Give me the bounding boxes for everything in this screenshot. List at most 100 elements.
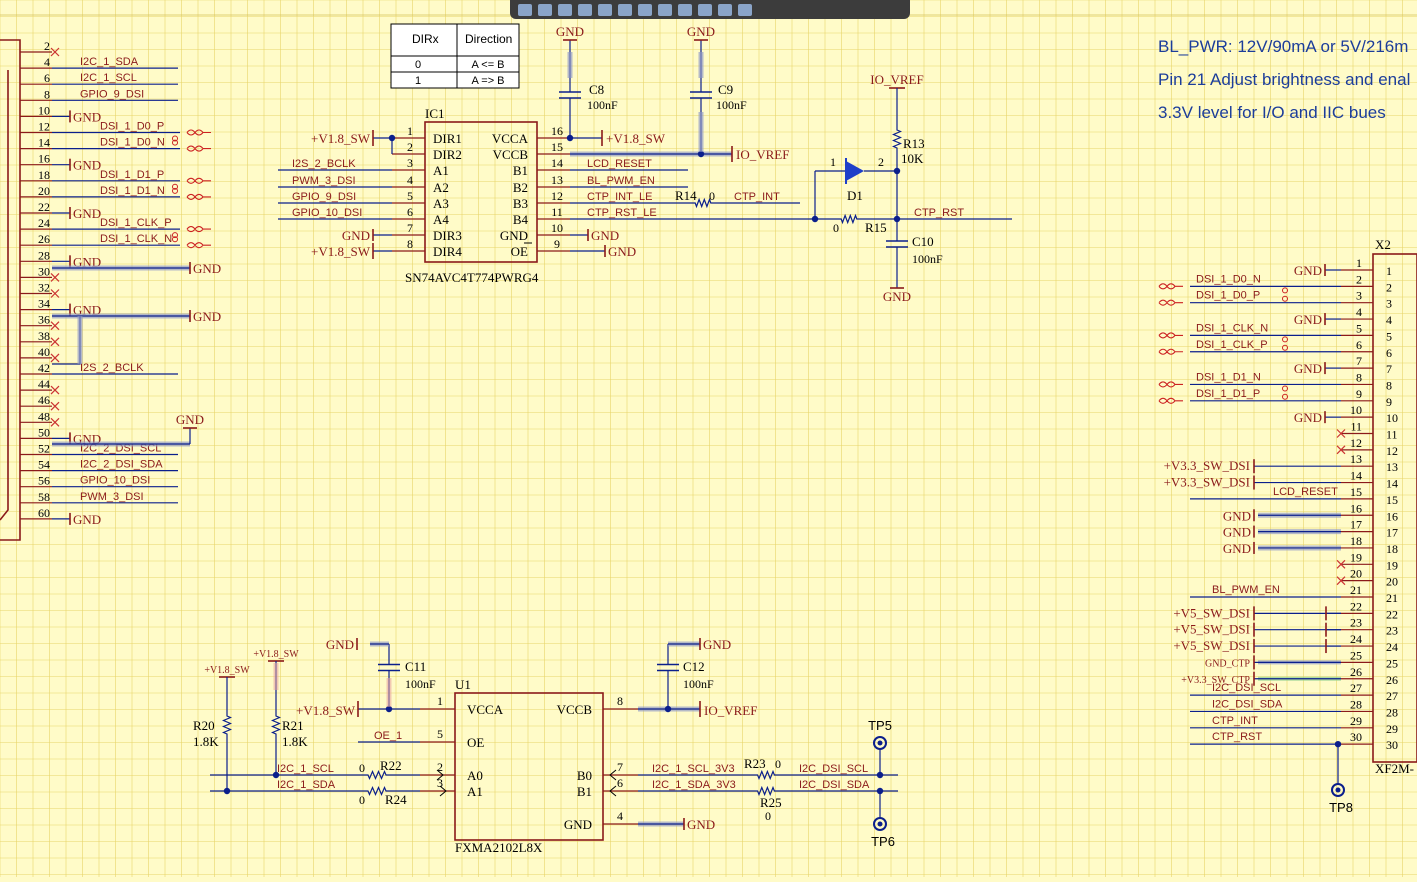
net-label-power: +V3.3_SW_DSI [1164, 458, 1250, 473]
resistor-r20[interactable] [221, 710, 233, 740]
pin-name: DIR3 [433, 228, 462, 243]
no-connect[interactable] [50, 385, 60, 395]
x2-body[interactable] [1372, 253, 1417, 763]
no-connect[interactable] [50, 272, 60, 282]
diff-pair-mark [186, 177, 211, 184]
c12-value: 100nF [683, 677, 714, 691]
net-label-gnd: GND [73, 206, 101, 221]
net-label-power: +V5_SW_DSI [1173, 622, 1250, 637]
pin-number: 32 [38, 281, 50, 295]
resistor-r23[interactable] [752, 769, 780, 781]
diff-indicator [172, 236, 178, 243]
net-label: PWM_3_DSI [80, 491, 144, 503]
no-connect[interactable] [50, 417, 60, 427]
test-point[interactable] [1331, 783, 1345, 797]
ground-icon[interactable] [638, 3, 652, 16]
test-point[interactable] [873, 817, 887, 831]
pin-number-inner: 21 [1386, 591, 1398, 605]
pin-number-inner: 22 [1386, 607, 1398, 621]
pin-number-inner: 23 [1386, 624, 1398, 638]
test-point [877, 740, 883, 746]
pin-number: 21 [1350, 583, 1362, 597]
wire-icon[interactable] [618, 3, 632, 16]
resistor-r22[interactable] [362, 769, 392, 781]
pin-number-inner: 15 [1386, 493, 1398, 507]
pin-number: 8 [407, 237, 413, 251]
resistor-r14[interactable] [690, 197, 716, 209]
net-label-gnd: GND [176, 412, 204, 427]
no-connect[interactable] [1336, 429, 1346, 438]
diff-indicator [172, 232, 178, 239]
marker-icon[interactable] [738, 3, 752, 16]
net-label: I2C_DSI_SCL [799, 763, 868, 775]
ic1-body[interactable] [424, 121, 538, 263]
no-connect[interactable] [50, 47, 60, 57]
no-connect[interactable] [1336, 576, 1346, 586]
diff-indicator [1282, 336, 1288, 343]
no-connect[interactable] [50, 289, 60, 298]
pin-number: 7 [407, 221, 413, 235]
net-label-gnd: GND [1294, 312, 1322, 327]
pin-name: GND [564, 817, 592, 832]
r13-ref: R13 [903, 136, 925, 151]
pin-number: 16 [1350, 501, 1362, 515]
diff-pair-mark [186, 242, 211, 249]
pin-number: 3 [1356, 289, 1362, 303]
arc-icon[interactable] [718, 3, 732, 16]
net-label: LCD_RESET [587, 158, 652, 170]
bus-icon[interactable] [658, 3, 672, 16]
r15-ref: R15 [865, 220, 887, 235]
resistor-r15[interactable] [836, 213, 862, 225]
pin-number: 58 [38, 490, 50, 504]
pin-number: 27 [1350, 681, 1362, 695]
component-icon[interactable] [598, 3, 612, 16]
net-label: BL_PWM_EN [587, 175, 655, 187]
pin-name: VCCB [493, 147, 529, 162]
pin-number: 2 [44, 39, 50, 53]
pin-number: 60 [38, 506, 50, 520]
align-icon[interactable] [578, 3, 592, 16]
net-label-gnd: GND [703, 637, 731, 652]
pin-number: 16 [551, 124, 563, 138]
port-icon[interactable] [678, 3, 692, 16]
r23-value: 0 [775, 757, 781, 771]
net-label-gnd: GND [193, 261, 221, 276]
net-label-gnd: GND [591, 228, 619, 243]
pin-number: 10 [1350, 403, 1362, 417]
u1-body[interactable] [454, 692, 604, 841]
no-connect[interactable] [50, 401, 60, 411]
no-connect[interactable] [50, 353, 60, 363]
no-connect[interactable] [1336, 559, 1346, 569]
net-label: I2C_1_SCL_3V3 [652, 763, 735, 775]
filter-icon[interactable] [518, 3, 532, 16]
add-icon[interactable] [538, 3, 552, 16]
pin-number: 26 [38, 232, 50, 246]
test-point[interactable] [873, 736, 887, 750]
net-label: I2C_1_SDA [80, 56, 139, 68]
pin-number: 8 [44, 87, 50, 101]
diode-d1[interactable] [846, 161, 864, 181]
pin-name: B1 [577, 784, 592, 799]
pin-number: 13 [551, 173, 563, 187]
pin-name: A1 [467, 784, 483, 799]
pin-number-inner: 24 [1386, 640, 1398, 654]
no-connect[interactable] [1336, 445, 1346, 455]
net-label-v18: +V1.8_SW [311, 131, 371, 146]
pin-number: 48 [38, 409, 50, 423]
diff-indicator [1282, 393, 1288, 400]
resistor-r25[interactable] [752, 785, 780, 797]
no-connect[interactable] [50, 337, 60, 347]
resistor-r13[interactable] [891, 124, 903, 154]
no-connect[interactable] [50, 321, 60, 331]
diff-indicator [1282, 295, 1288, 302]
text-icon[interactable] [698, 3, 712, 16]
pin-number: 5 [1356, 321, 1362, 335]
resistor-r21[interactable] [270, 710, 282, 740]
drawing-toolbar[interactable] [510, 0, 910, 19]
net-label: I2C_DSI_SDA [1212, 698, 1283, 710]
pin-name: B4 [513, 212, 529, 227]
resistor-r24[interactable] [362, 785, 392, 797]
select-icon[interactable] [558, 3, 572, 16]
pin-number: 15 [551, 140, 563, 154]
